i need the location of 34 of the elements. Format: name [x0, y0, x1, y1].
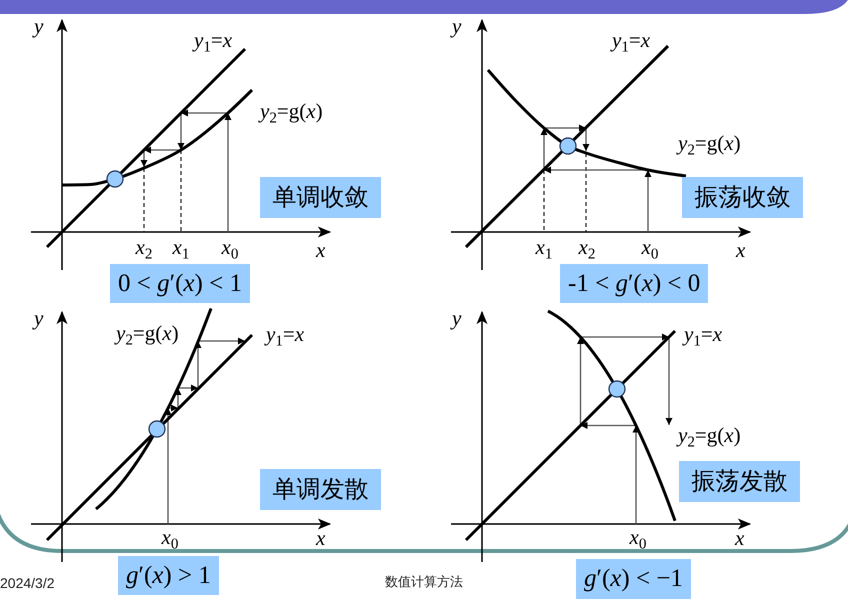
convergence-type-label: 单调收敛 — [260, 177, 381, 218]
curve-label: y$_{2}$=g(x) — [678, 425, 741, 446]
tick-label: x$_{0}$ — [642, 237, 658, 258]
axis-label: x — [735, 528, 744, 549]
axis-label: y — [452, 308, 462, 329]
curve-label: y$_{2}$=g(x) — [260, 101, 323, 122]
convergence-type-label: 振荡发散 — [679, 461, 800, 502]
line-label: y$_{1}$=x — [194, 30, 232, 51]
axis-label: y — [34, 16, 44, 37]
axis-label: y — [34, 308, 44, 329]
footer-title: 数值计算方法 — [385, 576, 463, 589]
derivative-condition-label: 0 < g′(x) < 1 — [110, 264, 250, 303]
line-label: y$_{1}$=x — [684, 324, 722, 345]
derivative-condition-label: g′(x) > 1 — [118, 556, 219, 595]
tick-label: x$_{0}$ — [630, 527, 646, 548]
footer-date: 2024/3/2 — [0, 576, 54, 590]
axis-label: x — [736, 240, 746, 261]
axis-label: x — [316, 240, 326, 261]
tick-label: x$_{2}$ — [578, 237, 596, 258]
convergence-type-label: 单调发散 — [260, 469, 381, 510]
tick-label: x$_{2}$ — [136, 237, 152, 258]
axis-label: x — [316, 528, 326, 549]
derivative-condition-label: -1 < g′(x) < 0 — [560, 264, 708, 303]
line-label: y$_{1}$=x — [266, 324, 304, 345]
curve-label: y$_{2}$=g(x) — [678, 133, 741, 154]
tick-label: x$_{0}$ — [222, 237, 238, 258]
tick-label: x$_{0}$ — [162, 527, 178, 548]
tick-label: x$_{1}$ — [536, 237, 552, 258]
tick-label: x$_{1}$ — [172, 237, 190, 258]
derivative-condition-label: g′(x) < −1 — [576, 559, 691, 599]
line-label: y$_{1}$=x — [612, 30, 650, 51]
axis-label: y — [452, 16, 462, 37]
convergence-type-label: 振荡收敛 — [682, 177, 803, 218]
curve-label: y$_{2}$=g(x) — [116, 323, 179, 344]
